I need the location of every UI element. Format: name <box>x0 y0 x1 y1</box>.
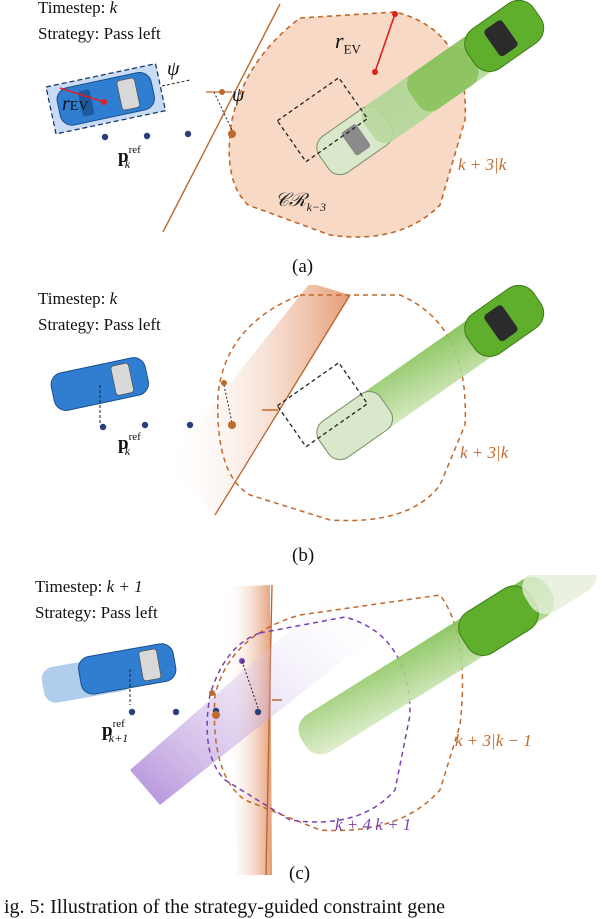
figure-caption: ig. 5: Illustration of the strategy-guid… <box>4 896 445 918</box>
constraint-band <box>165 285 350 515</box>
strategy-label: Strategy: Pass left <box>38 315 161 334</box>
caption-c: (c) <box>289 863 311 884</box>
caption-b: (b) <box>292 545 315 566</box>
timestep-label: Timestep: k <box>38 0 118 17</box>
pref-label: prefk <box>118 144 141 171</box>
ref-point <box>128 708 136 716</box>
panel-c-figure <box>41 575 597 876</box>
pref-label: prefk <box>118 431 141 458</box>
horizon-label: k + 3|k <box>460 443 509 462</box>
ref-point <box>172 708 180 716</box>
ref-point <box>141 421 149 429</box>
timestep-label: Timestep: k + 1 <box>35 577 143 596</box>
panel-c: Timestep: k + 1 Strategy: Pass left pref… <box>0 575 608 893</box>
ref-point <box>99 423 107 431</box>
strategy-label: Strategy: Pass left <box>38 24 161 43</box>
horizon-label-purple: k + 4 k + 1 <box>335 815 412 834</box>
panel-b: Timestep: k Strategy: Pass left prefk k … <box>0 285 608 575</box>
ref-point <box>184 130 192 138</box>
timestep-label: Timestep: k <box>38 289 118 308</box>
pref-label: prefk+1 <box>102 718 129 745</box>
panel-b-figure <box>50 285 545 522</box>
separating-line <box>162 3 281 233</box>
ego-car <box>50 357 149 411</box>
obstacle-car-trail <box>316 285 545 461</box>
r-ev-car-label: rEV <box>62 93 89 115</box>
ref-point <box>101 133 109 141</box>
r-ev-label: rEV <box>335 28 361 57</box>
ego-car <box>41 643 177 703</box>
constraint-band-purple <box>130 595 375 805</box>
reachable-set-outline <box>217 294 467 522</box>
ego-car <box>45 62 167 135</box>
strategy-label: Strategy: Pass left <box>35 603 158 622</box>
ref-point <box>254 708 262 716</box>
psi-label: ψ <box>167 58 180 80</box>
obstacle-bounding-box <box>276 76 369 163</box>
caption-a: (a) <box>292 256 314 277</box>
panel-a: Timestep: k Strategy: Pass left rEV rEV … <box>0 0 608 290</box>
obstacle-car-trail <box>298 575 597 755</box>
horizon-label: k + 3|k <box>458 155 507 174</box>
psi-label: ψ <box>232 84 245 106</box>
predicted-point <box>228 421 236 429</box>
predicted-point <box>228 130 236 138</box>
ref-point <box>143 132 151 140</box>
horizon-label-orange: k + 3|k − 1 <box>455 731 532 750</box>
predicted-point <box>212 711 220 719</box>
reachable-set-label: 𝒞ℛk−3 <box>275 190 327 214</box>
r-ev-line-top <box>374 13 396 73</box>
panel-a-figure <box>45 0 545 238</box>
r-ev-line-car <box>59 87 105 103</box>
ref-point <box>186 421 194 429</box>
